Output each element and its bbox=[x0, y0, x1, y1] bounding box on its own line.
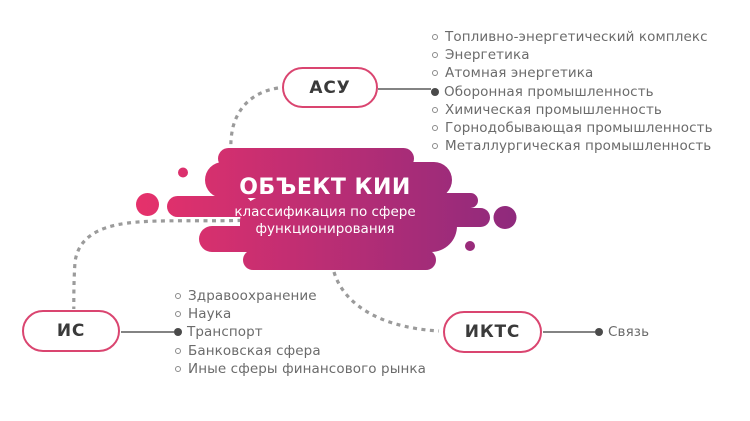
list-item-label: Транспорт bbox=[187, 324, 263, 341]
splash-body-upper bbox=[205, 162, 452, 198]
bullet-icon bbox=[432, 106, 438, 113]
is-branch-list: Здравоохранение Наука Транспорт Банковск… bbox=[174, 287, 426, 378]
list-item-label: Атомная энергетика bbox=[445, 65, 594, 82]
splash-arm-right-1 bbox=[408, 193, 478, 208]
list-item-connected: Транспорт bbox=[174, 323, 426, 341]
list-item: Атомная энергетика bbox=[432, 64, 713, 82]
list-item: Банковская сфера bbox=[175, 342, 426, 360]
node-asu: АСУ bbox=[282, 67, 378, 108]
center-splash-blob bbox=[136, 148, 517, 270]
bullet-icon bbox=[432, 125, 438, 132]
accent-dot-right-large bbox=[493, 206, 517, 229]
list-item: Иные сферы финансового рынка bbox=[175, 360, 426, 378]
solid-connectors bbox=[121, 88, 595, 333]
center-text-block: ОБЪЕКТ КИИ классификация по сфере функци… bbox=[210, 176, 440, 237]
diagram-subtitle-line2: функционирования bbox=[255, 220, 395, 237]
node-is: ИС bbox=[22, 310, 120, 352]
node-ikts-label: ИКТС bbox=[464, 322, 521, 342]
list-item-label: Связь bbox=[608, 324, 650, 341]
diagram-subtitle-line1: классификация по сфере bbox=[234, 204, 416, 220]
list-item: Химическая промышленность bbox=[432, 101, 713, 119]
dashed-connector-asu bbox=[229, 86, 279, 155]
bullet-icon bbox=[432, 34, 438, 41]
splash-arm-left-bottom bbox=[199, 226, 295, 252]
list-item-connected: Оборонная промышленность bbox=[431, 83, 713, 101]
list-item-label: Энергетика bbox=[445, 47, 530, 64]
list-item-label: Горнодобывающая промышленность bbox=[445, 120, 713, 137]
list-item-label: Банковская сфера bbox=[188, 342, 321, 359]
bullet-icon bbox=[175, 365, 181, 372]
list-item-label: Здравоохранение bbox=[188, 288, 317, 305]
accent-dot-left-small bbox=[178, 167, 188, 178]
list-item-label: Наука bbox=[188, 306, 232, 323]
splash-arm-right-2 bbox=[416, 208, 490, 227]
list-item: Горнодобывающая промышленность bbox=[432, 119, 713, 137]
bullet-filled-icon bbox=[174, 328, 182, 337]
list-item-label: Иные сферы финансового рынка bbox=[188, 360, 427, 377]
bullet-icon bbox=[432, 70, 438, 77]
node-ikts: ИКТС bbox=[443, 311, 542, 353]
bullet-icon bbox=[175, 347, 181, 354]
dashed-connectors bbox=[72, 86, 440, 333]
accent-dot-left-large bbox=[136, 193, 159, 216]
dashed-connector-is bbox=[72, 218, 251, 310]
list-item: Здравоохранение bbox=[175, 287, 426, 305]
list-item: Наука bbox=[175, 305, 426, 323]
list-item: Энергетика bbox=[432, 46, 713, 64]
list-item: Металлургическая промышленность bbox=[432, 137, 713, 155]
diagram-title: ОБЪЕКТ КИИ bbox=[239, 175, 411, 200]
node-asu-label: АСУ bbox=[309, 77, 351, 98]
list-item-label: Химическая промышленность bbox=[445, 101, 662, 118]
bullet-icon bbox=[432, 52, 438, 59]
bullet-icon bbox=[175, 293, 181, 300]
dashed-connector-ikts bbox=[332, 271, 440, 333]
bullet-icon bbox=[432, 143, 438, 150]
asu-branch-list: Топливно-энергетический комплекс Энергет… bbox=[431, 28, 713, 155]
node-is-label: ИС bbox=[56, 321, 86, 341]
list-item-label: Топливно-энергетический комплекс bbox=[445, 29, 708, 46]
splash-arm-left bbox=[167, 196, 252, 217]
bullet-filled-icon bbox=[431, 87, 439, 96]
bullet-icon bbox=[175, 311, 181, 318]
bullet-filled-icon bbox=[595, 328, 603, 337]
list-item-label: Металлургическая промышленность bbox=[445, 138, 712, 155]
list-item: Топливно-энергетический комплекс bbox=[432, 28, 713, 46]
list-item-connected: Связь bbox=[595, 323, 650, 341]
splash-pill-bottom bbox=[243, 250, 436, 270]
ikts-branch-list: Связь bbox=[595, 323, 650, 341]
list-item-label: Оборонная промышленность bbox=[444, 83, 654, 100]
accent-dot-right-small bbox=[465, 241, 475, 251]
